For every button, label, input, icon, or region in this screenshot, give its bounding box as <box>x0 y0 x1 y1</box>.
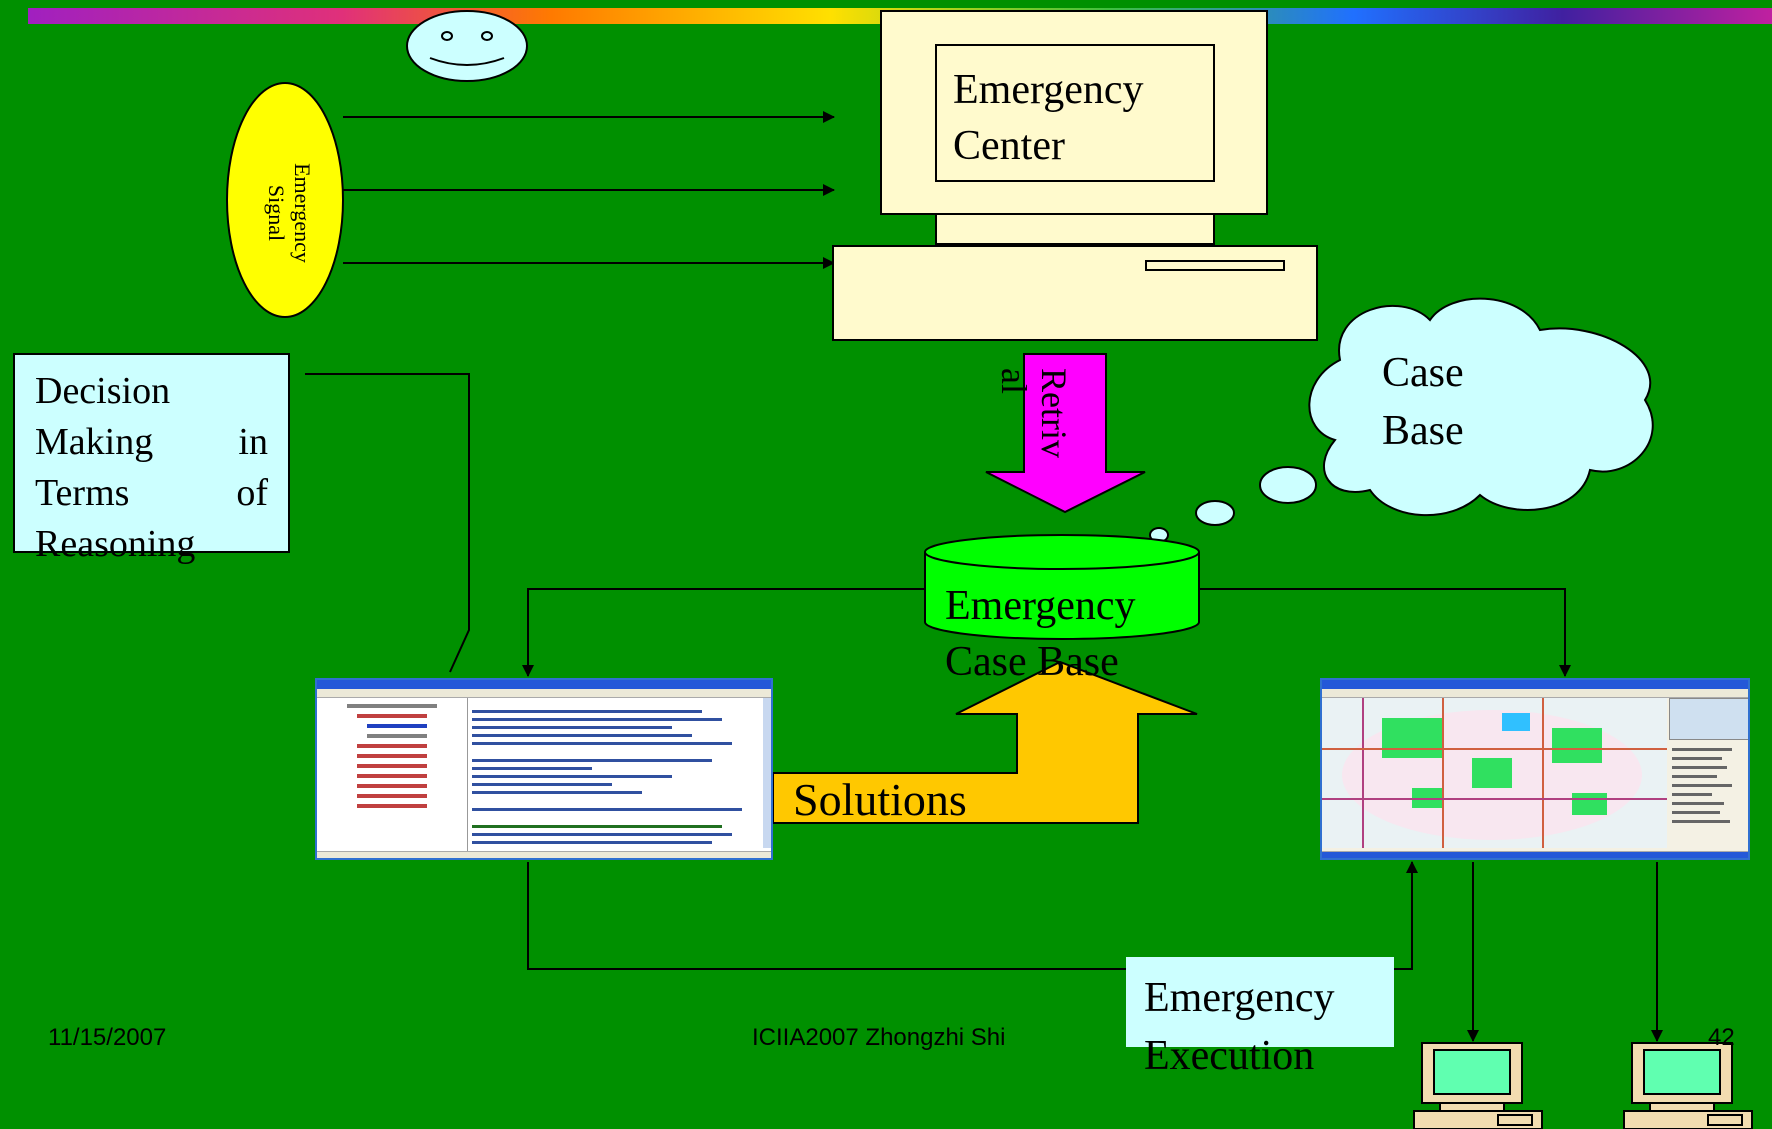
map-area <box>1322 698 1667 848</box>
decision-line: Making in <box>35 421 268 463</box>
case-base-to-right-arrow <box>1199 588 1571 677</box>
emergency-case-base-cylinder <box>924 534 1200 640</box>
reasoning-tool-screenshot <box>315 678 773 860</box>
decision-line: Decision <box>35 370 171 412</box>
decision-line: Terms of <box>35 472 268 514</box>
page-number: 42 <box>1708 1024 1735 1051</box>
execution-loop-arrow <box>527 861 1418 970</box>
case-base-to-left-arrow <box>522 588 925 677</box>
emergency-map-screenshot <box>1320 678 1750 860</box>
emergency-signal-label: Emergency Signal <box>264 163 315 263</box>
emergency-execution-box <box>1126 957 1394 1047</box>
decision-connector-line <box>305 373 470 673</box>
emergency-center-label: Emergency Center <box>953 67 1144 169</box>
emergency-signal-ellipse <box>226 82 344 318</box>
smiley-face-icon <box>406 10 528 82</box>
decision-making-box <box>13 353 290 553</box>
footer-author: ICIIA2007 Zhongzhi Shi <box>752 1024 1006 1051</box>
terminal-computer-icon <box>1413 1042 1543 1129</box>
monitor-screen <box>935 44 1215 182</box>
emergency-execution-label: Emergency Execution <box>1144 975 1335 1079</box>
terminal-computer-icon <box>1623 1042 1753 1129</box>
decision-line: Reasoning <box>35 523 196 565</box>
monitor-stand <box>935 215 1215 245</box>
emergency-case-base-label: Emergency Case Base <box>945 583 1136 685</box>
case-base-cloud-label: Case Base <box>1382 350 1464 454</box>
disk-drive-slot <box>1145 260 1285 271</box>
case-base-cloud <box>1149 297 1654 543</box>
retrieval-arrow <box>985 353 1146 514</box>
solutions-arrow <box>772 660 1198 824</box>
retrieval-label: Retriv al <box>994 368 1074 458</box>
footer-date: 11/15/2007 <box>48 1024 167 1051</box>
solutions-label: Solutions <box>793 774 967 825</box>
decision-making-text: Decision Making in Terms of Reasoning <box>35 366 268 570</box>
